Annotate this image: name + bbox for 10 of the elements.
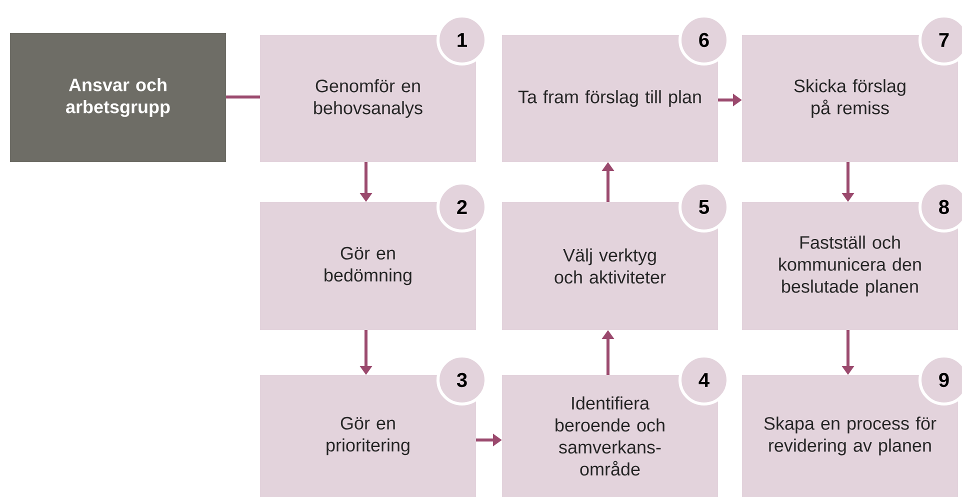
number-badge: 2: [436, 182, 488, 232]
number-badge: 9: [918, 354, 962, 406]
number-badge: 1: [436, 14, 488, 66]
number-badge: 6: [678, 14, 730, 66]
number-badge: 4: [678, 354, 730, 406]
number-badge: 5: [678, 182, 730, 232]
group-box: Ansvar och arbetsgrupp: [10, 33, 226, 162]
number-badge: 3: [436, 354, 488, 406]
number-badge: 8: [918, 182, 962, 232]
number-badge: 7: [918, 14, 962, 66]
